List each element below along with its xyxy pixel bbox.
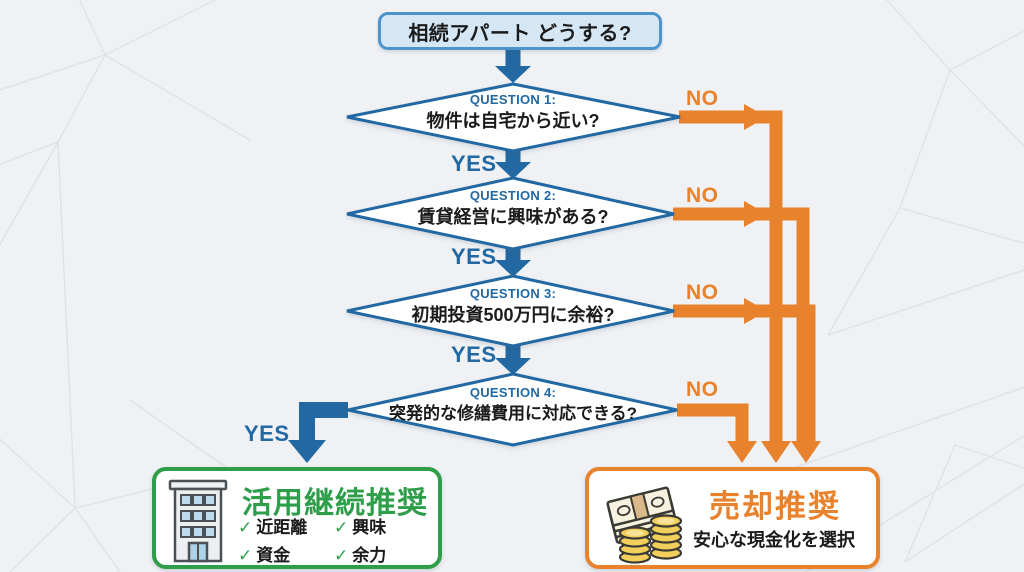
question-4-number: QUESTION 4: [469,385,557,400]
building-icon [168,479,228,563]
decision-diamonds [346,82,681,447]
no-label-q1: NO [686,87,719,110]
yes-arrowheads [288,66,531,463]
question-3-text: QUESTION 3: 初期投資500万円に余裕? [353,286,673,326]
diamond-question-3 [346,274,675,348]
yes-label-q3: YES [451,342,497,367]
no-path-q3 [673,304,816,442]
money-coins-icon [606,486,683,564]
arrowhead-down-q3-yes [495,358,531,375]
diamond-question-1 [346,82,681,153]
yes-label-q4: YES [244,421,290,446]
no-label-q4: NO [686,378,719,401]
arrowhead-right-q3 [744,298,767,324]
yes-path-q4 [299,402,348,440]
no-path-q4 [677,403,749,442]
check-icon: ✓ [238,546,253,565]
question-2-number: QUESTION 2: [469,188,557,203]
outcome-keep-title: 活用継続推奨 [242,487,428,520]
check-icon: ✓ [334,546,349,565]
outcome-sell-title: 売却推奨 [709,489,841,524]
question-2-body: 賃貸経営に興味がある? [417,206,609,227]
arrowhead-right-q1 [744,104,767,130]
question-1-number: QUESTION 1: [469,92,557,107]
question-4-text: QUESTION 4: 突発的な修繕費用に対応できる? [353,385,673,423]
check-item-distance: ✓近距離 [238,518,308,537]
check-item-funds: ✓資金 [238,546,291,565]
question-2-text: QUESTION 2: 賃貸経営に興味がある? [353,188,673,228]
outcome-sell-subtitle: 安心な現金化を選択 [693,530,855,550]
outcome-keep-checklist: ✓近距離 ✓興味 ✓資金 ✓余力 [238,513,386,566]
no-label-q2: NO [686,184,719,207]
no-arrowheads [727,104,821,463]
check-icon: ✓ [238,518,253,537]
question-3-body: 初期投資500万円に余裕? [411,304,615,325]
question-3-number: QUESTION 3: [469,286,557,301]
arrowhead-down-q4-yes [288,440,326,463]
check-item-interest: ✓興味 [334,518,387,537]
question-1-text: QUESTION 1: 物件は自宅から近い? [353,92,673,132]
arrowhead-down-q1-yes [495,162,531,179]
start-node: 相続アパート どうする? [378,12,662,50]
yes-label-q1: YES [451,151,497,176]
arrowhead-down-q2-yes [495,260,531,277]
diamond-question-4 [347,372,678,447]
arrowhead-down-q1-no [761,441,791,463]
yes-label-q2: YES [451,244,497,269]
arrowhead-down-q2q3-no [791,441,821,463]
diamond-question-2 [346,176,675,251]
check-icon: ✓ [334,518,349,537]
check-item-capacity: ✓余力 [334,546,387,565]
outcome-keep-box: 活用継続推奨 ✓近距離 ✓興味 ✓資金 ✓余力 [152,467,442,569]
arrowhead-down-q4-no [727,441,757,463]
arrowhead-down-start [495,66,531,83]
start-node-label: 相続アパート どうする? [408,22,632,45]
question-4-body: 突発的な修繕費用に対応できる? [388,403,638,423]
no-label-q3: NO [686,281,719,304]
no-path-lines [673,110,816,442]
arrowhead-right-q2 [744,201,767,227]
question-1-body: 物件は自宅から近い? [426,110,600,131]
no-path-q1 [679,110,783,442]
outcome-sell-box: 売却推奨 安心な現金化を選択 [585,467,880,569]
